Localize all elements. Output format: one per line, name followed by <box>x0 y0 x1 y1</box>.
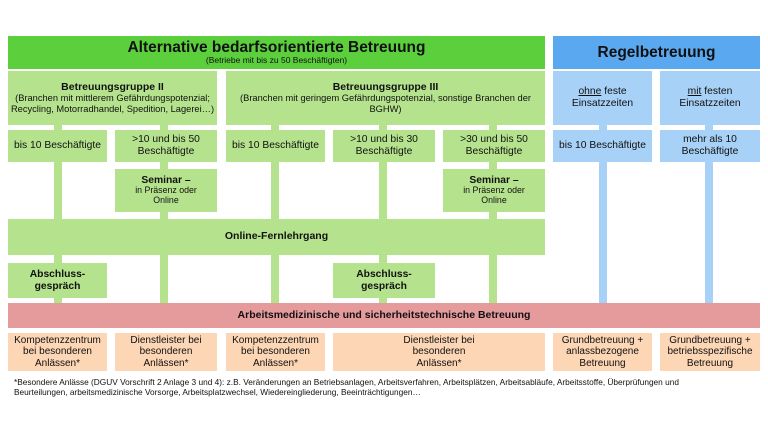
abschlussgespraech-box: Abschluss-gespräch <box>333 263 435 298</box>
abschluss-label: Abschluss-gespräch <box>29 268 86 292</box>
connector <box>54 120 62 305</box>
size-label: bis 10 Beschäftigte <box>13 140 101 152</box>
connector <box>160 120 168 305</box>
connector <box>489 120 497 305</box>
seminar-title: Seminar – <box>141 174 191 186</box>
bottom-label: Dienstleister bei besonderen Anlässen* <box>130 335 202 369</box>
ohne-label: ohne <box>578 86 602 98</box>
size-box: bis 10 Beschäftigte <box>226 130 325 162</box>
regelbetreuung-title: Regelbetreuung <box>597 43 716 61</box>
bottom-box: Dienstleister bei besonderen Anlässen* <box>333 333 545 371</box>
size-box: >10 und bis 50 Beschäftigte <box>115 130 217 162</box>
alternative-betreuung-header: Alternative bedarfsorientierte Betreuung… <box>8 36 545 69</box>
bottom-label: Dienstleister bei besonderen Anlässen* <box>403 335 475 369</box>
arbeitsmedizinische-betreuung: Arbeitsmedizinische und sicherheitstechn… <box>8 303 760 328</box>
bottom-label: Kompetenzzentrum bei besonderen Anlässen… <box>232 335 319 369</box>
mit-label: mit <box>687 86 702 98</box>
group3-desc: (Branchen mit geringem Gefährdungspotenz… <box>240 93 531 114</box>
online-fernlehrgang: Online-Fernlehrgang <box>8 219 545 255</box>
betreuungsgruppe-3: Betreuungsgruppe III (Branchen mit gerin… <box>226 71 545 125</box>
arbeitsmed-label: Arbeitsmedizinische und sicherheitstechn… <box>237 308 531 321</box>
seminar-box: Seminar – in Präsenz oder Online <box>115 169 217 212</box>
connector <box>599 120 607 305</box>
regel-ohne-feste-einsatzzeiten: ohne feste Einsatzzeiten <box>553 71 652 125</box>
size-label: bis 10 Beschäftigte <box>231 140 319 152</box>
group2-title: Betreuungsgruppe II <box>61 80 164 93</box>
size-label: >10 und bis 30 Beschäftigte <box>350 134 418 157</box>
size-box: bis 10 Beschäftigte <box>553 130 652 162</box>
abschluss-label: Abschluss-gespräch <box>356 268 412 292</box>
size-box: >30 und bis 50 Beschäftigte <box>443 130 545 162</box>
alternative-title: Alternative bedarfsorientierte Betreuung <box>127 39 426 57</box>
bottom-box: Kompetenzzentrum bei besonderen Anlässen… <box>8 333 107 371</box>
seminar-desc: in Präsenz oder Online <box>135 185 197 206</box>
footnote: *Besondere Anlässe (DGUV Vorschrift 2 An… <box>14 377 679 397</box>
bottom-box: Dienstleister bei besonderen Anlässen* <box>115 333 217 371</box>
size-label: mehr als 10 Beschäftigte <box>681 134 739 157</box>
size-label: bis 10 Beschäftigte <box>558 140 646 152</box>
connector <box>705 120 713 305</box>
bottom-label: Grundbetreuung + anlassbezogene Betreuun… <box>561 335 644 369</box>
group2-desc: (Branchen mit mittlerem Gefährdungspoten… <box>10 93 215 114</box>
bottom-box: Grundbetreuung + betriebsspezifische Bet… <box>660 333 760 371</box>
size-label: >10 und bis 50 Beschäftigte <box>132 134 200 157</box>
online-label: Online-Fernlehrgang <box>224 230 329 243</box>
seminar-box: Seminar – in Präsenz oder Online <box>443 169 545 212</box>
regelbetreuung-header: Regelbetreuung <box>553 36 760 69</box>
regel-mit-festen-einsatzzeiten: mit festen Einsatzzeiten <box>660 71 760 125</box>
bottom-label: Grundbetreuung + betriebsspezifische Bet… <box>667 335 753 369</box>
size-box: >10 und bis 30 Beschäftigte <box>333 130 435 162</box>
size-label: >30 und bis 50 Beschäftigte <box>460 134 528 157</box>
abschlussgespraech-box: Abschluss-gespräch <box>8 263 107 298</box>
connector <box>271 120 279 305</box>
bottom-box: Grundbetreuung + anlassbezogene Betreuun… <box>553 333 652 371</box>
connector <box>379 120 387 305</box>
mit-rest: festen Einsatzzeiten <box>679 86 741 109</box>
bottom-box: Kompetenzzentrum bei besonderen Anlässen… <box>226 333 325 371</box>
bottom-label: Kompetenzzentrum bei besonderen Anlässen… <box>14 335 101 369</box>
ohne-rest: feste Einsatzzeiten <box>571 86 634 109</box>
size-box: bis 10 Beschäftigte <box>8 130 107 162</box>
betreuungsgruppe-2: Betreuungsgruppe II (Branchen mit mittle… <box>8 71 217 125</box>
size-box: mehr als 10 Beschäftigte <box>660 130 760 162</box>
alternative-subtitle: (Betriebe mit bis zu 50 Beschäftigten) <box>205 55 348 66</box>
seminar-desc: in Präsenz oder Online <box>463 185 525 206</box>
seminar-title: Seminar – <box>469 174 519 186</box>
group3-title: Betreuungsgruppe III <box>332 80 439 93</box>
